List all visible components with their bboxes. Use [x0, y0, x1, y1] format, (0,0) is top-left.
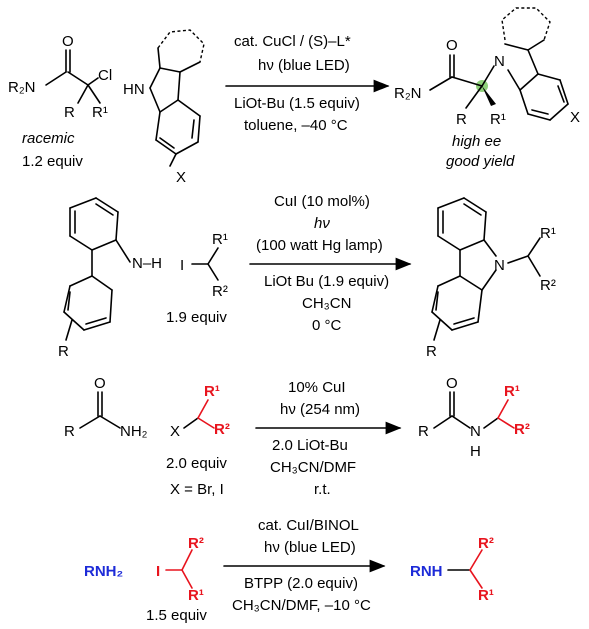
product-r1-label: R¹ — [490, 111, 506, 128]
r3-light: hν (254 nm) — [280, 401, 360, 418]
product-x-label: X — [570, 109, 580, 126]
r1-label: R¹ — [92, 104, 108, 121]
r3-x-note: X = Br, I — [170, 481, 224, 498]
r3-equiv: 2.0 equiv — [166, 455, 227, 472]
cl-label: Cl — [98, 67, 112, 84]
iodide-i-label: I — [180, 257, 184, 274]
amine-sm-label: RNH₂ — [84, 563, 123, 580]
product-r2n-label: R₂N — [394, 85, 422, 102]
carbazole-nh-label: N–H — [132, 255, 162, 272]
r2-product-n-label: N — [494, 257, 505, 274]
carbazole-sm: HN X — [123, 29, 205, 186]
x-substituent-label: X — [176, 169, 186, 186]
r3-catalyst: 10% CuI — [288, 379, 346, 396]
r3-product: O R N H R¹ R² — [418, 375, 530, 460]
r2n-label: R₂N — [8, 79, 36, 96]
r2-base: LiOt Bu (1.9 equiv) — [264, 273, 389, 290]
r1-catalyst: cat. CuCl / (S)–L* — [234, 33, 351, 50]
r3-product-r2-label: R² — [514, 421, 530, 438]
amide-r-label: R — [64, 423, 75, 440]
r4-solvent: CH₃CN/DMF, –10 °C — [232, 597, 371, 614]
iodide4-r1-label: R¹ — [188, 587, 204, 604]
r1-product: O R₂N R R¹ N X high ee good yield — [394, 7, 580, 170]
product-o-label: O — [446, 37, 458, 54]
r1-solvent: toluene, –40 °C — [244, 117, 348, 134]
reaction-3: O R NH₂ X R¹ R² 2.0 equiv X = Br, I 10% … — [64, 375, 530, 498]
r4-base: BTPP (2.0 equiv) — [244, 575, 358, 592]
amide-o-label: O — [94, 375, 106, 392]
high-ee-note: high ee — [452, 133, 501, 150]
r3-product-n-label: N — [470, 423, 481, 440]
r3-product-r1-label: R¹ — [504, 383, 520, 400]
r4-light: hν (blue LED) — [264, 539, 356, 556]
product-r-label: R — [456, 111, 467, 128]
r4-equiv: 1.5 equiv — [146, 607, 207, 624]
r2-temp: 0 °C — [312, 317, 342, 334]
halide-x-label: X — [170, 423, 180, 440]
iodide-r2-label: R² — [212, 283, 228, 300]
reaction-2: N–H R I R¹ R² 1.9 equiv CuI (10 mol%) hν… — [58, 193, 556, 360]
r4-product-rnh-label: RNH — [410, 563, 443, 580]
halide-r2-label: R² — [214, 421, 230, 438]
alpha-chloroamide: O R₂N Cl R R¹ racemic 1.2 equiv — [8, 33, 112, 170]
hn-label: HN — [123, 81, 145, 98]
r3-product-h-label: H — [470, 443, 481, 460]
r-label: R — [64, 104, 75, 121]
carbonyl-o-label: O — [62, 33, 74, 50]
amide-nh2-label: NH₂ — [120, 423, 148, 440]
iodide4-i-label: I — [156, 563, 160, 580]
alkyl-iodide: I R¹ R² 1.9 equiv — [166, 231, 228, 326]
r2-product-r1-label: R¹ — [540, 225, 556, 242]
halide-r1-label: R¹ — [204, 383, 220, 400]
r3-product-o-label: O — [446, 375, 458, 392]
r2-solvent: CH₃CN — [302, 295, 351, 312]
r3-solvent: CH₃CN/DMF — [270, 459, 356, 476]
r1-light: hν (blue LED) — [258, 57, 350, 74]
product-n-label: N — [494, 53, 505, 70]
iodide4-r2-label: R² — [188, 535, 204, 552]
primary-amide: O R NH₂ — [64, 375, 148, 440]
r2-lamp: (100 watt Hg lamp) — [256, 237, 383, 254]
iodide-r1-label: R¹ — [212, 231, 228, 248]
reaction-1: O R₂N Cl R R¹ racemic 1.2 equiv — [8, 7, 580, 186]
r2-catalyst: CuI (10 mol%) — [274, 193, 370, 210]
r4-product: RNH R² R¹ — [410, 535, 494, 604]
r2-light: hν — [314, 215, 330, 232]
r2-product-r2-label: R² — [540, 277, 556, 294]
alkyl-iodide-4: I R² R¹ 1.5 equiv — [146, 535, 207, 624]
carbazole-r-label: R — [58, 343, 69, 360]
r4-product-r2-label: R² — [478, 535, 494, 552]
r3-product-r-label: R — [418, 423, 429, 440]
r1-base: LiOt-Bu (1.5 equiv) — [234, 95, 360, 112]
carbazole-sm-2: N–H R — [58, 197, 162, 360]
r4-product-r1-label: R¹ — [478, 587, 494, 604]
r3-temp: r.t. — [314, 481, 331, 498]
r3-base: 2.0 LiOt-Bu — [272, 437, 348, 454]
alkyl-halide: X R¹ R² 2.0 equiv X = Br, I — [166, 383, 230, 498]
r2-product: N R¹ R² R — [426, 197, 556, 360]
reaction-4: RNH₂ I R² R¹ 1.5 equiv cat. CuI/BINOL hν… — [84, 517, 494, 624]
good-yield-note: good yield — [446, 153, 515, 170]
racemic-note: racemic — [22, 130, 75, 147]
r2-equiv: 1.9 equiv — [166, 309, 227, 326]
r4-catalyst: cat. CuI/BINOL — [258, 517, 359, 534]
sm-equiv-note: 1.2 equiv — [22, 153, 83, 170]
r2-product-r-label: R — [426, 343, 437, 360]
